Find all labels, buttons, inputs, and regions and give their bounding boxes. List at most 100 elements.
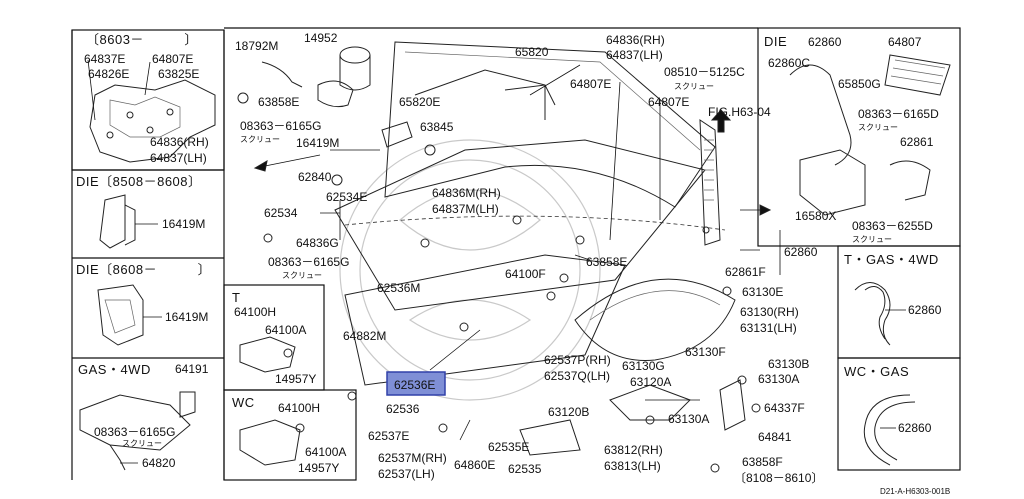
part-number-label: D21-A-H6303-001B — [880, 487, 950, 496]
wc-gas-drawing: 62860 — [863, 394, 932, 466]
header-die-right: DIE — [764, 34, 787, 49]
header-gas-4wd: GAS・4WD — [78, 362, 151, 377]
part-number-label: 16419M — [165, 310, 208, 324]
part-number-label: 65850G — [838, 77, 881, 91]
die-right-drawing: 62860 62860C 64807 65850G 08363－6165D スク… — [768, 35, 951, 244]
part-number-label: 08363－6165G — [268, 255, 349, 269]
part-number-label: 64100H — [278, 401, 320, 415]
leader-lines — [320, 64, 781, 441]
t-box-drawing: 64100H 64100A 14957Y — [234, 305, 316, 386]
part-number-label: 16419M — [162, 217, 205, 231]
t-gas-4wd-drawing: 62860 — [854, 282, 942, 346]
part-number-label: 65820E — [399, 95, 440, 109]
part-number-label: 64882M — [343, 329, 386, 343]
part-number-label: 63813(LH) — [604, 459, 661, 473]
part-number-label: 63130A — [758, 372, 799, 386]
part-number-label: 64837M(LH) — [432, 202, 499, 216]
part-number-label: スクリュー — [122, 439, 162, 448]
part-number-label: 62861F — [725, 265, 766, 279]
part-number-label: 63130F — [685, 345, 726, 359]
header-t-gas-4wd: T・GAS・4WD — [844, 252, 939, 267]
part-number-label: 63131(LH) — [740, 321, 797, 335]
part-number-label: 14957Y — [298, 461, 339, 475]
part-number-label: 64837(LH) — [150, 151, 207, 165]
part-number-label: 64100A — [265, 323, 306, 337]
watermark-emblem — [339, 139, 601, 401]
part-number-label: 18792M — [235, 39, 278, 53]
header-wc-gas: WC・GAS — [844, 364, 909, 379]
part-number-label: 64807E — [648, 95, 689, 109]
section-headers: 〔8603－ 〕 DIE〔8508－8608〕 DIE〔8608－ 〕 GAS・… — [76, 32, 939, 410]
part-number-label: 63858E — [258, 95, 299, 109]
die-8608-drawing: 16419M — [97, 284, 208, 346]
part-number-label: 08363－6165G — [240, 119, 321, 133]
fasteners — [263, 215, 761, 473]
part-number-label: 64837(LH) — [606, 48, 663, 62]
part-number-label: 64807E — [570, 77, 611, 91]
part-number-label: 63130G — [622, 359, 665, 373]
part-number-label: 64100F — [505, 267, 546, 281]
part-number-label: 64807 — [888, 35, 922, 49]
part-number-label: 63858F — [742, 455, 783, 469]
part-number-label: 64841 — [758, 430, 792, 444]
top-components — [237, 46, 436, 186]
part-number-label: 63130A — [668, 412, 709, 426]
wc-box-drawing: 64100H 64100A 14957Y — [239, 401, 346, 475]
part-number-label: FIG.H63-04 — [708, 105, 771, 119]
part-number-label: 62860 — [908, 303, 942, 317]
part-number-label: 63858E — [586, 255, 627, 269]
part-number-label: スクリュー — [852, 235, 892, 244]
part-number-label: 63130B — [768, 357, 809, 371]
part-number-label: 62537P(RH) — [544, 353, 611, 367]
header-die-8508: DIE〔8508－8608〕 — [76, 174, 202, 189]
hood-hinge-bracket-drawing — [87, 59, 216, 163]
header-8603: 〔8603－ 〕 — [86, 32, 198, 47]
part-number-label: 62537E — [368, 429, 409, 443]
part-number-label: スクリュー — [674, 82, 714, 91]
part-number-label: 62534E — [326, 190, 367, 204]
part-number-label: スクリュー — [858, 123, 898, 132]
part-number-label: 14952 — [304, 31, 338, 45]
part-number-label: 62860 — [808, 35, 842, 49]
part-number-label: 08363－6255D — [852, 219, 933, 233]
part-number-label: 62840 — [298, 170, 332, 184]
part-number-label: 08363－6165D — [858, 107, 939, 121]
part-number-label: 64100H — [234, 305, 276, 319]
part-number-label: 64836M(RH) — [432, 186, 501, 200]
part-number-label: 64836(RH) — [150, 135, 209, 149]
part-number-label: 63825E — [158, 67, 199, 81]
part-number-label: 64836G — [296, 236, 339, 250]
header-wc: WC — [232, 395, 255, 410]
part-number-label: 62860 — [898, 421, 932, 435]
part-number-label: 62537Q(LH) — [544, 369, 610, 383]
part-number-label: 16580X — [795, 209, 836, 223]
die-8508-drawing: 16419M — [99, 194, 205, 249]
header-die-8608: DIE〔8608－ 〕 — [76, 262, 211, 277]
highlighted-part-62536e[interactable] — [386, 371, 446, 396]
part-number-label: スクリュー — [240, 135, 280, 144]
direction-arrows — [253, 109, 772, 216]
part-number-label: 08510－5125C — [664, 65, 745, 79]
highlighted-part-label: 62536E — [394, 378, 435, 392]
part-number-label: 62537M(RH) — [378, 451, 447, 465]
part-number-label: 64337F — [764, 401, 805, 415]
part-number-label: 63845 — [420, 120, 454, 134]
part-number-label: 62535E — [488, 440, 529, 454]
part-number-label: 64836(RH) — [606, 33, 665, 47]
part-number-label: 65820 — [515, 45, 549, 59]
part-number-label: 62860 — [784, 245, 818, 259]
part-number-label: 62537(LH) — [378, 467, 435, 481]
part-number-label: 62536M — [377, 281, 420, 295]
part-number-label: 〔8108－8610〕 — [734, 471, 823, 485]
part-number-label: 16419M — [296, 136, 339, 150]
part-number-label: 62861 — [900, 135, 934, 149]
part-number-label: 62536 — [386, 402, 420, 416]
part-number-label: 63130E — [742, 285, 783, 299]
part-number-label: 64191 — [175, 362, 209, 376]
top-left-labels: 64837E 64807E 64826E 63825E 64836(RH) 64… — [84, 52, 209, 165]
part-number-label: スクリュー — [282, 271, 322, 280]
part-number-label: 64860E — [454, 458, 495, 472]
part-number-label: 14957Y — [275, 372, 316, 386]
gas-4wd-left-drawing: 64191 08363－6165G スクリュー 64820 — [79, 362, 209, 471]
